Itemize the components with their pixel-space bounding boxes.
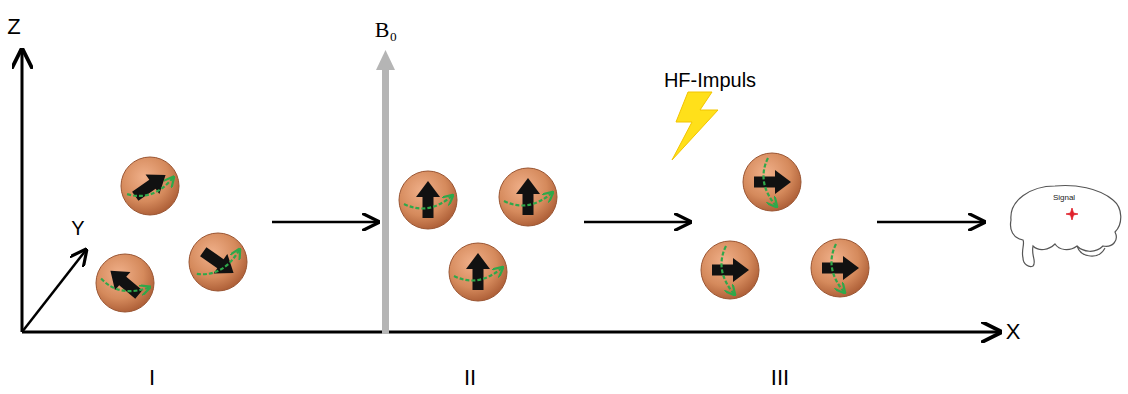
proton-sphere [701,241,759,299]
proton-sphere [121,157,179,215]
proton-sphere [189,233,247,291]
axis-label: Z [7,15,20,39]
step-arrows [272,221,984,224]
lightning-bolt [672,92,718,160]
field-label: B₀ [375,18,397,42]
proton-sphere [96,254,154,312]
proton-sphere [399,171,457,229]
step-number: I [149,366,155,390]
signal-star [1066,208,1078,220]
axis-label: X [1006,320,1021,344]
proton-sphere [499,168,557,226]
proton-sphere [811,239,869,297]
proton-spins [96,153,869,312]
field-arrow [376,50,395,334]
brain-outline [1011,186,1121,267]
proton-sphere [743,153,801,211]
coordinate-axes [22,50,1000,332]
pulse-label: HF-Impuls [664,69,756,91]
axis-label: Y [71,217,84,239]
signal-label: Signal [1053,194,1075,203]
brain-outline: Signal [1003,180,1125,272]
step-number: III [771,366,789,390]
proton-sphere [449,243,507,301]
step-number: II [464,366,476,390]
